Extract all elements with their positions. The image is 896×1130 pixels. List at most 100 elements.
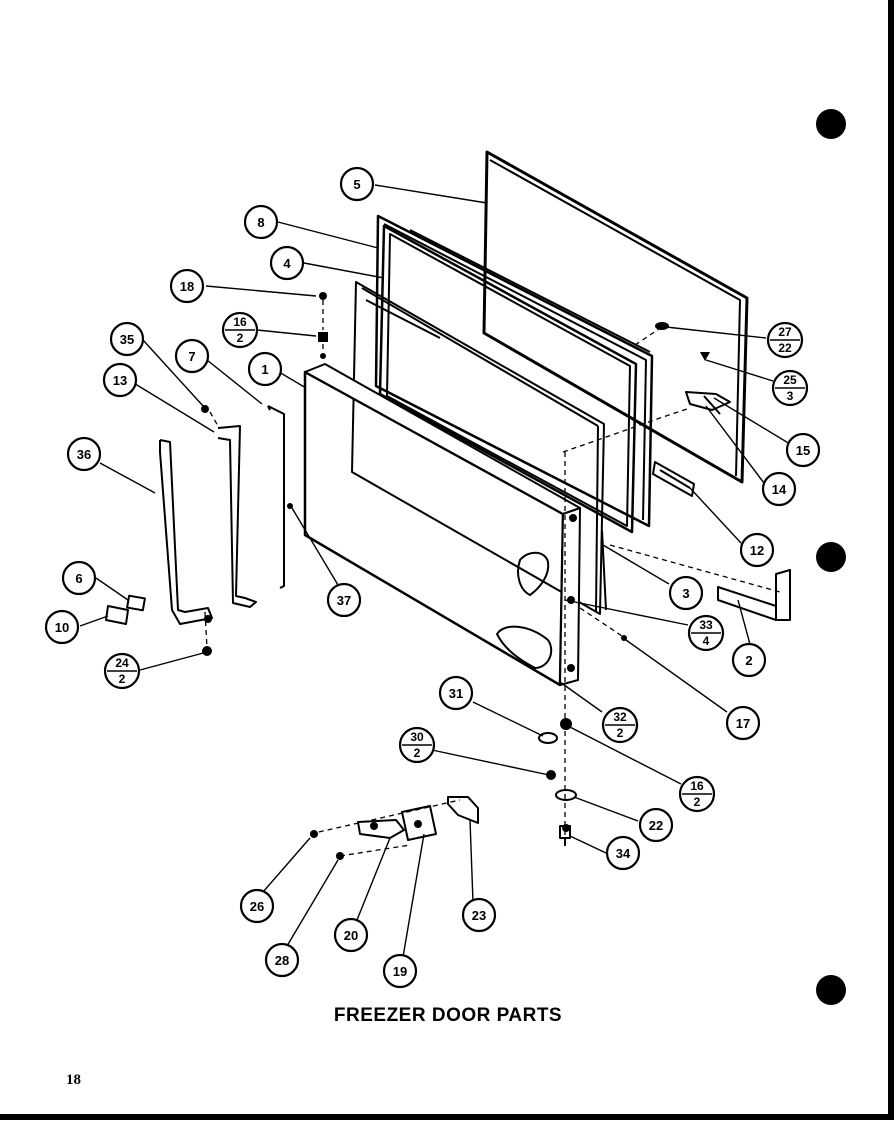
callout-37: 37 (326, 582, 362, 618)
svg-text:5: 5 (353, 177, 360, 192)
binder-hole-middle (816, 542, 846, 572)
svg-text:37: 37 (337, 593, 351, 608)
callout-34: 34 (605, 835, 641, 871)
svg-text:10: 10 (55, 620, 69, 635)
hinge-plate-part (357, 819, 405, 839)
svg-text:26: 26 (250, 899, 264, 914)
callout-6: 6 (61, 560, 97, 596)
washer-part (555, 789, 577, 801)
svg-text:20: 20 (344, 928, 358, 943)
callout-22: 22 (638, 807, 674, 843)
svg-text:4: 4 (703, 634, 710, 648)
callout-23: 23 (461, 897, 497, 933)
binder-hole-bottom (816, 975, 846, 1005)
callout-32-over-2: 32 2 (601, 706, 639, 744)
svg-text:6: 6 (75, 571, 82, 586)
inner-liner-part (351, 281, 607, 615)
plate-part (105, 605, 129, 625)
callout-35: 35 (109, 321, 145, 357)
svg-text:2: 2 (237, 331, 244, 345)
svg-text:28: 28 (275, 953, 289, 968)
back-panel-part (482, 150, 749, 484)
binder-hole-top (816, 109, 846, 139)
svg-text:2: 2 (119, 672, 126, 686)
callout-16-over-2-bottom: 16 2 (678, 775, 716, 813)
callout-1: 1 (247, 351, 283, 387)
page-number: 18 (66, 1072, 81, 1088)
callout-17: 17 (725, 705, 761, 741)
svg-text:7: 7 (188, 349, 195, 364)
diagram-title: FREEZER DOOR PARTS (333, 1005, 563, 1026)
callout-28: 28 (264, 942, 300, 978)
channel-part (652, 461, 695, 497)
callout-12: 12 (739, 532, 775, 568)
alignment-lines (204, 300, 781, 857)
svg-text:30: 30 (410, 730, 424, 744)
callout-3: 3 (668, 575, 704, 611)
svg-text:3: 3 (787, 389, 794, 403)
callout-10: 10 (44, 609, 80, 645)
svg-text:3: 3 (682, 586, 689, 601)
svg-text:15: 15 (796, 443, 810, 458)
svg-text:27: 27 (778, 325, 792, 339)
svg-text:2: 2 (617, 726, 624, 740)
svg-text:23: 23 (472, 908, 486, 923)
svg-text:12: 12 (750, 543, 764, 558)
callout-5: 5 (339, 166, 375, 202)
svg-text:2: 2 (694, 795, 701, 809)
callout-33-over-4: 33 4 (687, 614, 725, 652)
lower-hinge-part (717, 569, 791, 621)
hinge-cap-part (538, 732, 558, 744)
svg-text:18: 18 (180, 279, 194, 294)
svg-text:32: 32 (613, 710, 627, 724)
callout-27-over-22: 27 22 (766, 321, 804, 359)
svg-text:35: 35 (120, 332, 134, 347)
callout-4: 4 (269, 245, 305, 281)
callout-30-over-2: 30 2 (398, 726, 436, 764)
callout-7: 7 (174, 338, 210, 374)
leader-lines (79, 184, 791, 958)
svg-text:24: 24 (115, 656, 129, 670)
svg-text:2: 2 (414, 746, 421, 760)
svg-text:22: 22 (649, 818, 663, 833)
callout-24-over-2: 24 2 (103, 652, 141, 690)
callout-8: 8 (243, 204, 279, 240)
svg-text:2: 2 (745, 653, 752, 668)
svg-text:16: 16 (690, 779, 704, 793)
liner-frame-part (374, 214, 654, 528)
svg-text:34: 34 (616, 846, 631, 861)
svg-text:1: 1 (261, 362, 268, 377)
svg-text:16: 16 (233, 315, 247, 329)
callout-20: 20 (333, 917, 369, 953)
callout-36: 36 (66, 436, 102, 472)
hinge-bracket-part (217, 425, 257, 608)
svg-text:4: 4 (283, 256, 291, 271)
callout-2: 2 (731, 642, 767, 678)
svg-text:36: 36 (77, 447, 91, 462)
svg-text:13: 13 (113, 373, 127, 388)
door-gasket-part (378, 224, 638, 534)
svg-text:33: 33 (699, 618, 713, 632)
top-hinge-part (685, 391, 731, 415)
callout-19: 19 (382, 953, 418, 989)
svg-text:22: 22 (778, 341, 792, 355)
latch-part (126, 594, 146, 612)
svg-text:14: 14 (772, 482, 787, 497)
svg-text:8: 8 (257, 215, 264, 230)
svg-text:19: 19 (393, 964, 407, 979)
svg-text:31: 31 (449, 686, 463, 701)
bottom-hinge-bracket-part (447, 796, 479, 824)
door-strip-part (267, 405, 285, 589)
pin-plate-part (401, 805, 437, 841)
callout-16-over-2-top: 16 2 (221, 311, 259, 349)
callout-18: 18 (169, 268, 205, 304)
callout-26: 26 (239, 888, 275, 924)
side-strip-part (159, 439, 213, 625)
callout-15: 15 (785, 432, 821, 468)
callout-31: 31 (438, 675, 474, 711)
callout-14: 14 (761, 471, 797, 507)
callout-13: 13 (102, 362, 138, 398)
